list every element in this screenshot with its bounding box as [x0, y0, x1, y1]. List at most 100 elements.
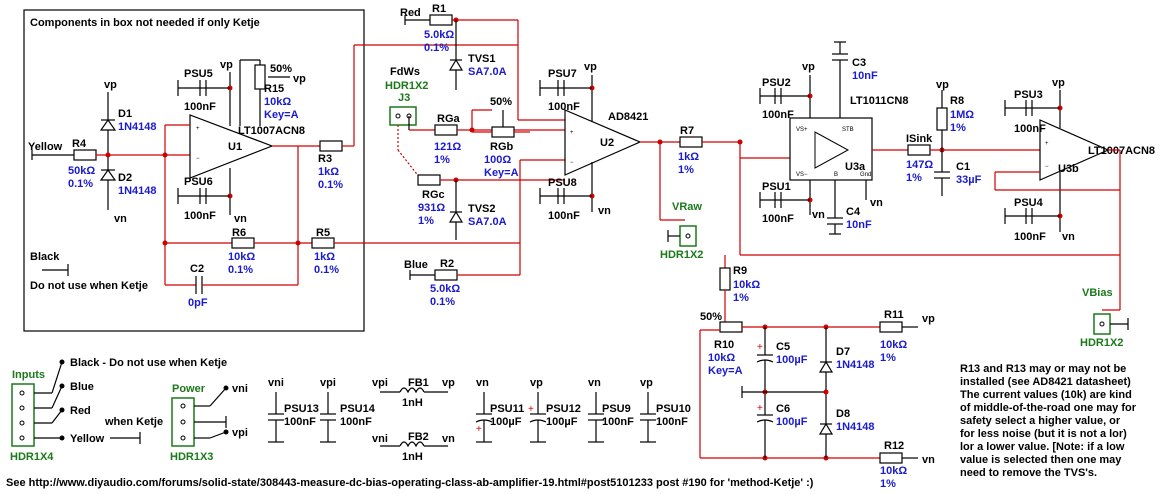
header-inputs	[11, 383, 35, 447]
resistor-r1	[429, 14, 453, 26]
vp-u2: vp	[584, 61, 597, 73]
tvs1-value: SA7.0A	[468, 66, 507, 78]
r10-key: Key=A	[708, 365, 743, 377]
c2-value: 0pF	[188, 297, 208, 309]
r5-tol: 0.1%	[314, 264, 339, 276]
u2-value: AD8421	[608, 111, 648, 123]
vp-r8: vp	[936, 79, 949, 91]
vn-psu9: vn	[588, 377, 601, 389]
rgb-key: Key=A	[484, 167, 519, 179]
rga-ref: RGa	[437, 113, 461, 125]
isink-tol: 1%	[906, 172, 922, 184]
fb1-value: 1nH	[402, 397, 423, 409]
header-vbias	[1093, 313, 1111, 335]
r10-value: 10kΩ	[708, 352, 735, 364]
note-line-2: The current values (10k) are kind	[960, 389, 1132, 401]
psu13-14: vni vpi PSU13 100nF PSU14 100nF	[268, 377, 376, 443]
rgc-value: 931Ω	[418, 202, 445, 214]
vp-psu10: vp	[640, 377, 653, 389]
vni-fb2: vni	[372, 433, 388, 445]
u3b-value: LT1007ACN8	[1088, 145, 1155, 157]
rga-tol: 1%	[434, 154, 450, 166]
r6-value: 10kΩ	[228, 251, 255, 263]
vn-u2: vn	[598, 205, 611, 217]
d1-value: 1N4148	[118, 121, 157, 133]
u1-value: LT1007ACN8	[238, 125, 305, 137]
input-blue-label: Blue	[70, 381, 94, 393]
r3-ref: R3	[318, 153, 332, 165]
c2-ref: C2	[190, 263, 204, 275]
ferrite-beads: vpi FB1 1nH vp vni FB2 1nH vn	[372, 377, 455, 463]
u3b-ref: U3b	[1058, 163, 1079, 175]
r8-value: 1MΩ	[950, 109, 974, 121]
vn-u3b: vn	[1062, 231, 1075, 243]
svg-text:−: −	[1045, 164, 1049, 170]
c6-ref: C6	[776, 403, 790, 415]
tvs1-ref: TVS1	[468, 53, 496, 65]
d7-ref: D7	[836, 346, 850, 358]
c5-value: 100µF	[776, 354, 808, 366]
vn-fb2: vn	[442, 433, 455, 445]
resistor-r6	[231, 237, 255, 249]
footer-link[interactable]: See http://www.diyaudio.com/forums/solid…	[6, 477, 814, 489]
resistor-r8	[936, 107, 948, 131]
psu8-value: 100nF	[548, 210, 580, 222]
j3-name: FdWs	[390, 66, 420, 78]
d1-ref: D1	[118, 108, 132, 120]
j3-type: HDR1X2	[385, 80, 428, 92]
opamp-u1	[189, 114, 274, 179]
r8-ref: R8	[950, 95, 964, 107]
input-red-label: Red	[70, 405, 91, 417]
vpi-fb1: vpi	[372, 377, 388, 389]
power-header: Power vni vpi HDR1X3	[170, 383, 248, 463]
r3-value: 1kΩ	[318, 166, 339, 178]
divider-section: R9 10kΩ 1% 50% R10 10kΩ Key=A R11 10kΩ 1…	[699, 255, 935, 490]
svg-text:VS−: VS−	[796, 172, 808, 178]
r9-tol: 1%	[733, 292, 749, 304]
note-line-5: for less noise (but it is not a lor)	[960, 428, 1127, 440]
black-net-label: Black	[30, 251, 60, 263]
psu5-ref: PSU5	[184, 68, 213, 80]
vbias-name: VBias	[1082, 287, 1113, 299]
resistor-r5	[311, 237, 335, 249]
input-black-label: Black - Do not use when Ketje	[70, 357, 227, 369]
r12-tol: 1%	[880, 478, 896, 490]
r11-tol: 1%	[880, 352, 896, 364]
psu2-value: 100nF	[762, 109, 794, 121]
vp-r11: vp	[922, 313, 935, 325]
header-vraw	[679, 225, 697, 247]
psu10-value: 100nF	[656, 416, 688, 428]
rgb-ref: RGb	[490, 141, 514, 153]
r5-ref: R5	[316, 227, 330, 239]
r15-ref: R15	[264, 83, 284, 95]
psu4-ref: PSU4	[1014, 197, 1044, 209]
psu3-value: 100nF	[1014, 123, 1046, 135]
vraw-name: VRaw	[672, 201, 702, 213]
r8-tol: 1%	[950, 122, 966, 134]
svg-text:+: +	[196, 126, 200, 132]
svg-text:VS+: VS+	[796, 127, 808, 133]
vraw-type: HDR1X2	[660, 249, 703, 261]
tvs2-value: SA7.0A	[468, 216, 507, 228]
r3-tol: 0.1%	[318, 179, 343, 191]
diode-d7	[818, 360, 834, 373]
svg-text:+: +	[570, 130, 574, 136]
tvs1-diode	[448, 58, 464, 71]
d2-value: 1N4148	[118, 185, 157, 197]
vni-psu13: vni	[268, 377, 284, 389]
rga-value: 121Ω	[434, 141, 461, 153]
r7-tol: 1%	[678, 164, 694, 176]
psu7-value: 100nF	[548, 101, 580, 113]
header-power	[171, 397, 195, 447]
svg-text:STB: STB	[842, 127, 854, 133]
j3-ref: J3	[398, 92, 410, 104]
r12-value: 10kΩ	[880, 465, 907, 477]
rgb-value: 100Ω	[484, 154, 511, 166]
u1-section: Yellow R4 50kΩ 0.1% vp D1 1N4148 D2 1N41…	[28, 44, 520, 309]
svg-text:B: B	[834, 172, 838, 178]
tvs2-diode	[448, 210, 464, 223]
vn-r12: vn	[922, 454, 935, 466]
c1-ref: C1	[956, 161, 970, 173]
resistor-rga	[434, 124, 458, 136]
